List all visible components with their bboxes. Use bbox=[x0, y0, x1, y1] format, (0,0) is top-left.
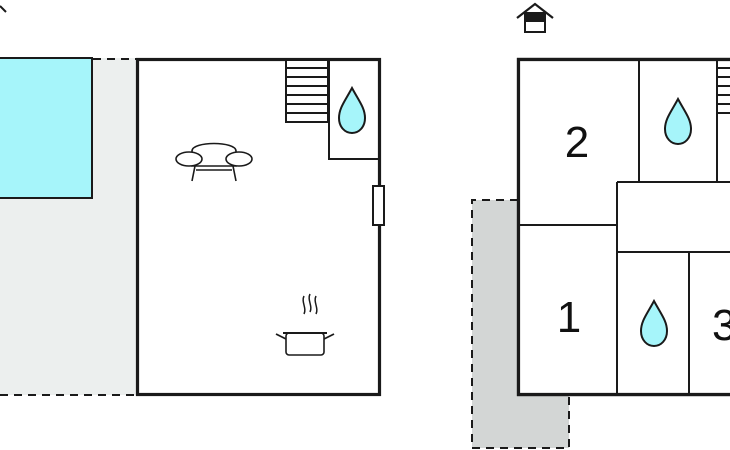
room-label-1: 1 bbox=[557, 293, 581, 342]
sofa-icon bbox=[175, 142, 253, 182]
ground-bathroom-wall bbox=[328, 60, 378, 160]
balcony-dashed-edge bbox=[471, 199, 570, 449]
cooking-pot-icon bbox=[275, 293, 335, 356]
water-drop-icon bbox=[337, 85, 367, 135]
water-drop-icon bbox=[639, 298, 669, 348]
ground-floor bbox=[0, 5, 385, 397]
home-icon bbox=[516, 2, 554, 33]
upper-staircase bbox=[717, 67, 730, 114]
door-window bbox=[372, 185, 385, 226]
ground-floor-outer-wall bbox=[135, 57, 382, 397]
pool bbox=[0, 57, 93, 199]
room-label-3: 3 bbox=[712, 301, 730, 350]
water-drop-icon bbox=[663, 96, 693, 146]
room-label-2: 2 bbox=[565, 118, 589, 167]
staircase bbox=[285, 59, 329, 123]
north-arrow-fragment bbox=[0, 5, 7, 13]
upper-floor: 2 1 3 bbox=[471, 2, 730, 449]
